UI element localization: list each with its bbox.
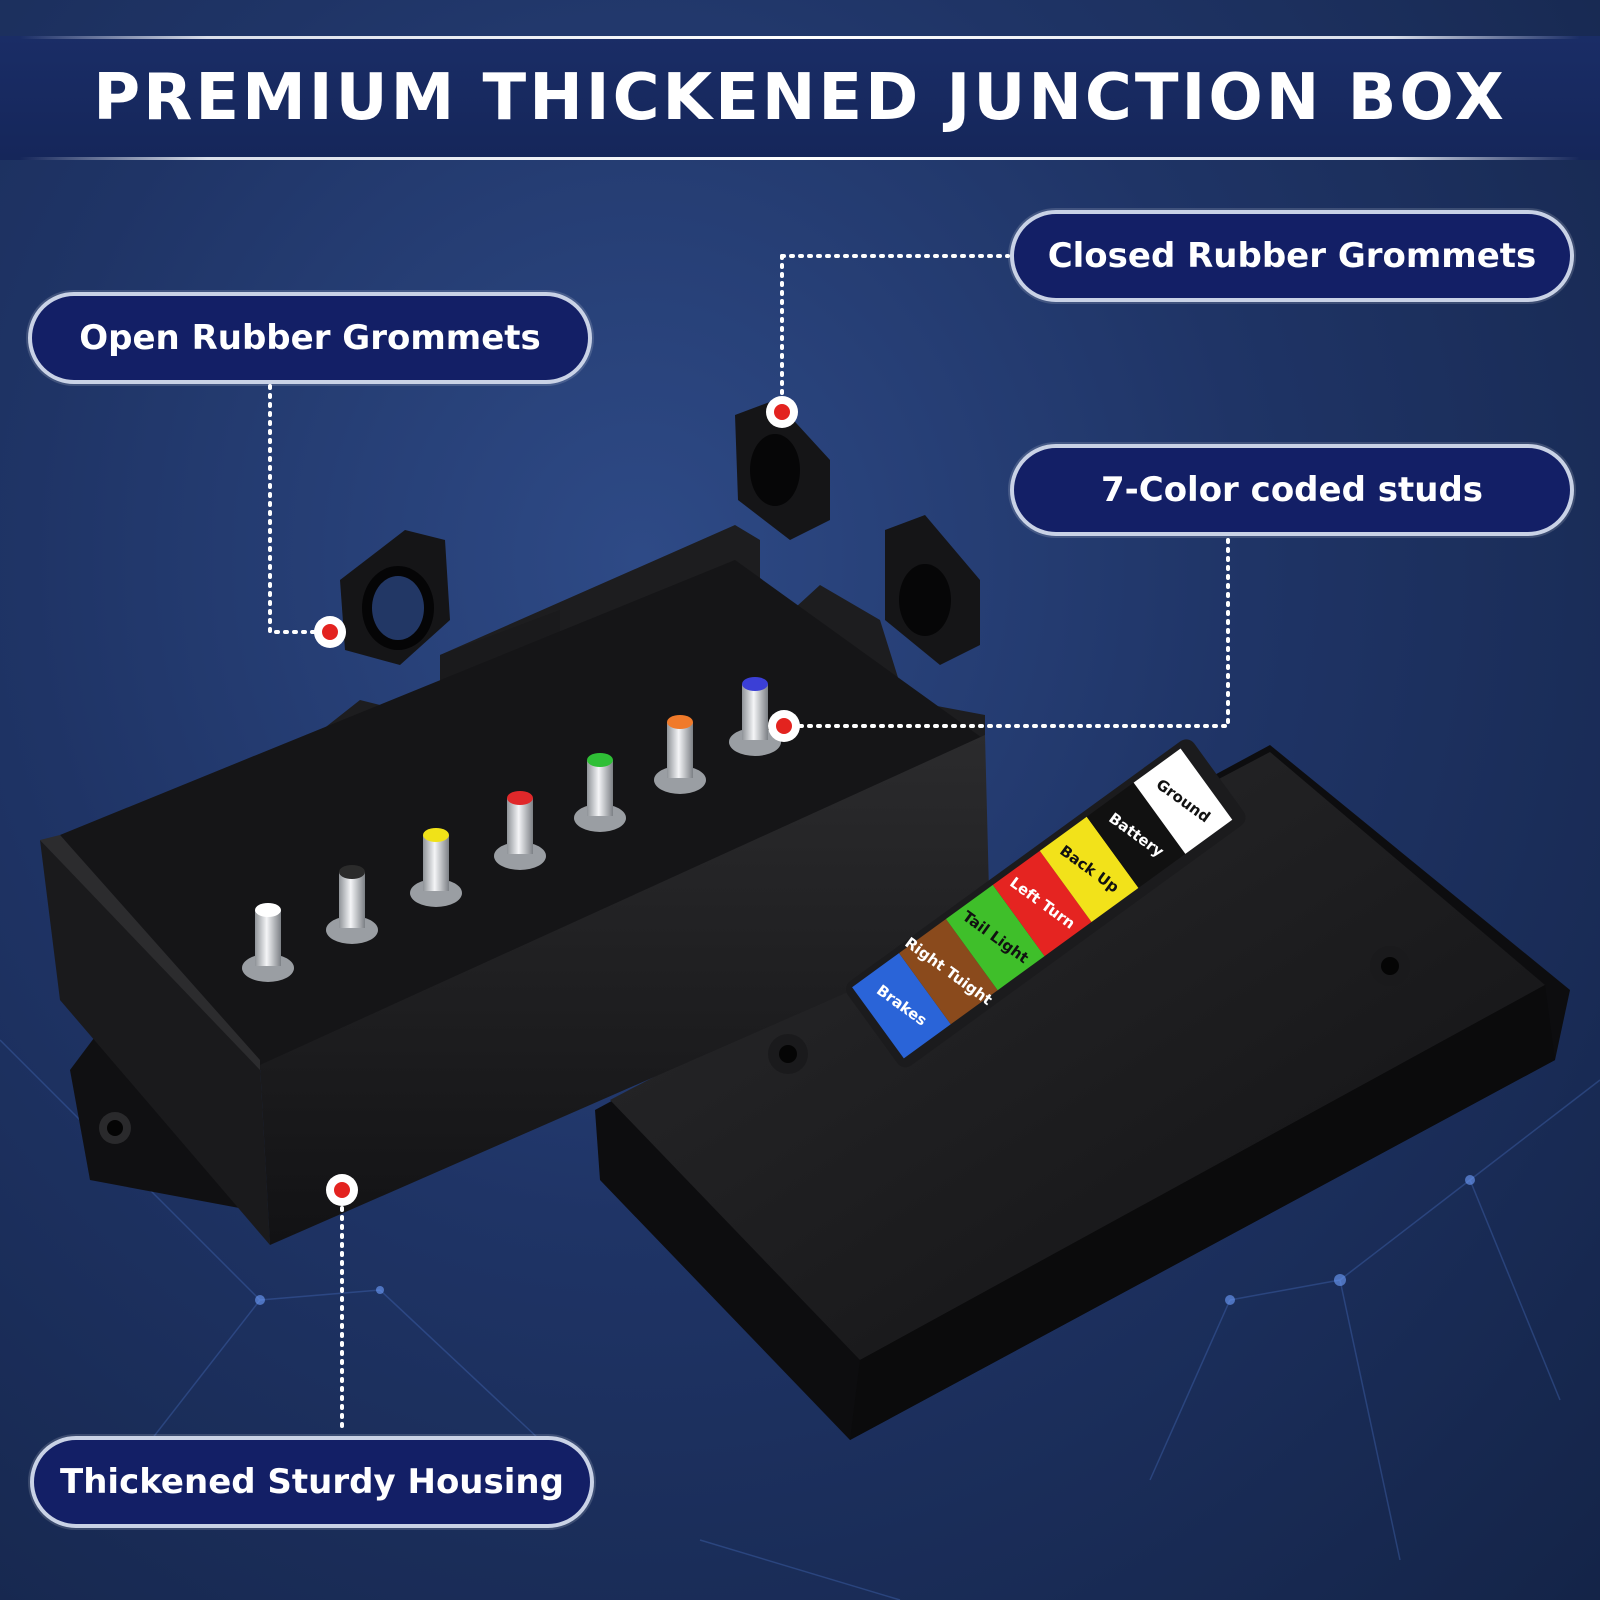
label-strip-cell: Brakes [852,953,951,1059]
label-strip-swatch [945,884,1045,991]
callout-open-label: Open Rubber Grommets [79,318,541,358]
label-strip-cell: Battery [1086,782,1186,888]
callout-markers [314,396,800,1206]
label-strip-swatch [1133,748,1233,854]
leader-lines [268,254,1230,1432]
stud-7 [729,677,781,756]
callout-open-rubber-grommets: Open Rubber Grommets [28,292,592,384]
stud-6 [654,715,706,794]
title-band: PREMIUM THICKENED JUNCTION BOX [0,36,1600,160]
junction-box-lid [595,745,1570,1440]
label-strip-swatch [1039,816,1139,923]
callout-closed-label: Closed Rubber Grommets [1047,236,1537,276]
stud-1 [242,903,294,982]
label-strip-swatch [852,953,951,1059]
label-strip-swatch [899,919,998,1025]
callout-closed-rubber-grommets: Closed Rubber Grommets [1010,210,1574,302]
grommet-closed-top [735,400,830,540]
callout-studs-label: 7-Color coded studs [1100,470,1484,510]
callout-thickened-housing: Thickened Sturdy Housing [30,1436,594,1528]
callout-housing-label: Thickened Sturdy Housing [60,1462,564,1502]
page-title: PREMIUM THICKENED JUNCTION BOX [93,61,1507,135]
title-rule-bottom [20,157,1580,160]
label-strip-swatch [992,850,1092,957]
stud-2 [326,865,378,944]
stud-4 [494,791,546,870]
stud-3 [410,828,462,907]
label-strip-swatch [1086,782,1186,888]
callout-color-coded-studs: 7-Color coded studs [1010,444,1574,536]
grommet-open [340,530,450,665]
label-strip-cell: Ground [1133,748,1233,854]
title-rule-top [20,36,1580,39]
stud-5 [574,753,626,832]
grommet-closed-right [885,515,980,665]
